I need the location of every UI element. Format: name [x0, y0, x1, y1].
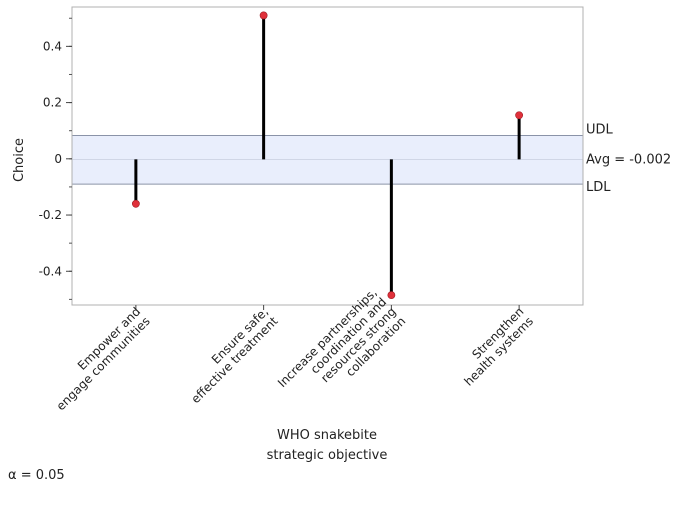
x-axis-title-line-2: strategic objective — [267, 448, 388, 463]
y-tick-label: 0.2 — [43, 96, 62, 110]
data-marks-layer — [131, 11, 524, 300]
y-tick-label: 0.4 — [43, 39, 62, 53]
y-tick-label: -0.2 — [39, 208, 62, 222]
mean-point — [515, 111, 524, 120]
ldl-label: LDL — [586, 180, 611, 195]
y-tick-label: -0.4 — [39, 264, 62, 278]
decision-band — [72, 135, 583, 185]
mean-point — [259, 11, 268, 20]
mean-point — [387, 291, 396, 300]
category-label-line: effective treatment — [189, 314, 281, 406]
y-axis-title: Choice — [12, 138, 27, 182]
average-label: Avg = -0.002 — [586, 152, 671, 167]
udl-label: UDL — [586, 122, 614, 137]
category-label: Ensure safe,effective treatment — [189, 305, 281, 407]
plot-frame — [71, 6, 584, 306]
mean-point — [131, 199, 140, 208]
plot-frame-layer — [71, 6, 584, 306]
alpha-label: α = 0.05 — [8, 468, 65, 483]
x-axis-title-line-1: WHO snakebite — [277, 428, 377, 443]
category-label-line: engage communities — [54, 314, 153, 413]
y-tick-label: 0 — [54, 152, 62, 166]
decision-limit-band-layer — [72, 134, 583, 185]
y-axis: -0.4 -0.2 0 0.2 0.4 — [39, 17, 72, 300]
